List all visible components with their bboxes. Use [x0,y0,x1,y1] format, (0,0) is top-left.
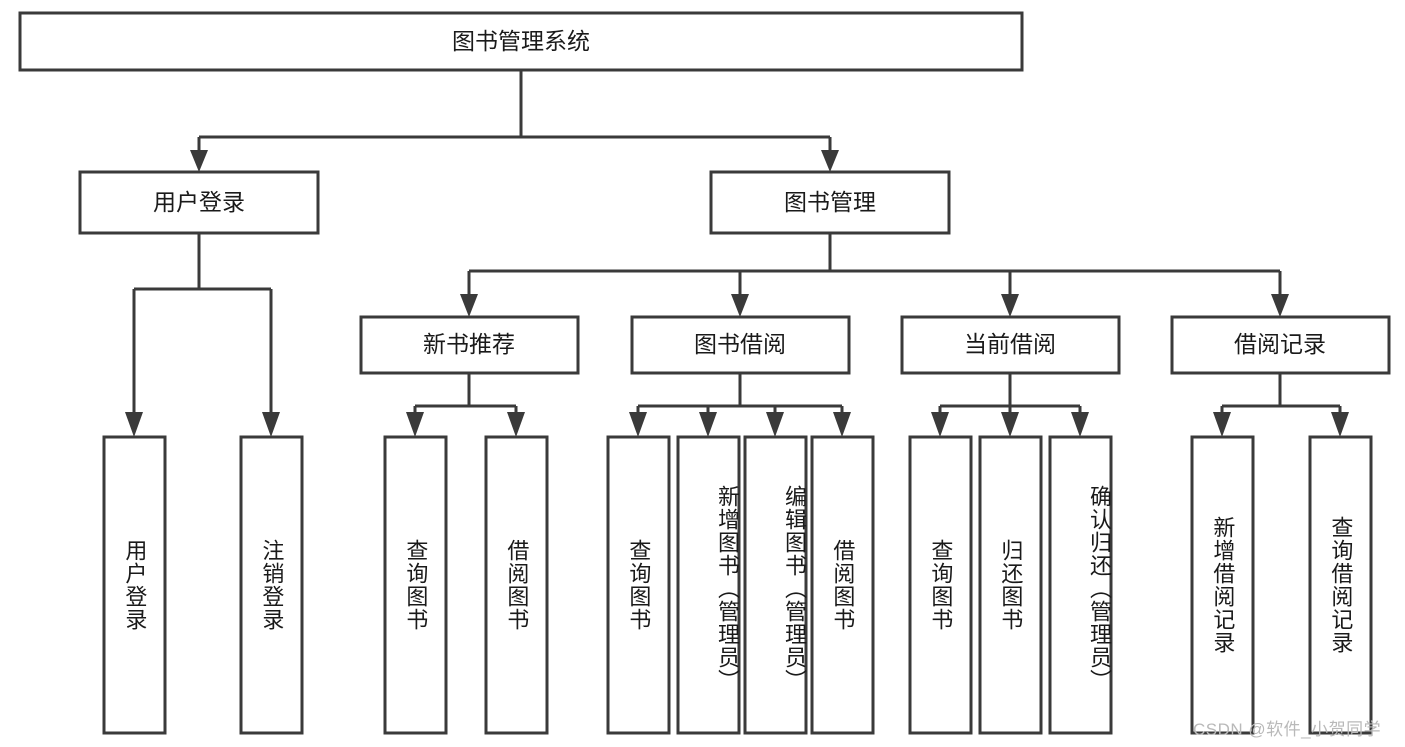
node-leaf-add-book-box[interactable] [676,435,741,735]
arrow-to-leaf-user-login [125,412,143,437]
node-leaf-confirm-return-box[interactable] [1048,435,1113,735]
node-leaf-add-record-box[interactable] [1190,435,1255,735]
csdn-watermark: CSDN @软件_小贺同学 [1193,720,1382,739]
arrow-to-leaf-return-book [1001,412,1019,437]
arrow-to-leaf-add-book [699,412,717,437]
node-user-login-box[interactable] [78,170,320,235]
arrow-to-leaf-query-book-3 [931,412,949,437]
node-current-borrow-box[interactable] [900,315,1121,375]
arrow-to-leaf-borrow-book-1 [507,412,525,437]
node-root-label: 图书管理系统 [452,28,590,54]
arrow-to-leaf-user-logout [262,412,280,437]
arrow-to-new-book-recommend [460,294,478,317]
nodes-group: 图书管理系统 用户登录 图书管理 新书推荐 图书借阅 当前借阅 借阅记录 [18,11,1391,735]
node-new-book-recommend-label: 新书推荐 [423,331,515,357]
node-leaf-query-record-box[interactable] [1308,435,1373,735]
node-leaf-borrow-book-1-box[interactable] [484,435,549,735]
node-current-borrow-label: 当前借阅 [964,331,1056,357]
node-user-login-label: 用户登录 [153,189,245,215]
node-book-management-box[interactable] [709,170,951,235]
arrow-to-book-management [821,150,839,172]
node-root-box[interactable] [18,11,1024,72]
arrow-to-leaf-query-book-1 [406,412,424,437]
node-leaf-edit-book-box[interactable] [743,435,808,735]
node-leaf-return-book-box[interactable] [978,435,1043,735]
node-leaf-borrow-book-2-box[interactable] [810,435,875,735]
node-borrow-record-label: 借阅记录 [1234,331,1326,357]
arrow-to-book-borrow [731,294,749,317]
arrow-to-leaf-borrow-book-2 [833,412,851,437]
node-book-borrow-label: 图书借阅 [694,331,786,357]
arrow-to-leaf-query-book-2 [629,412,647,437]
node-leaf-user-logout-box[interactable] [239,435,304,735]
node-borrow-record-box[interactable] [1170,315,1391,375]
edges-group [125,70,1349,437]
arrow-to-leaf-query-record [1331,412,1349,437]
node-book-management-label: 图书管理 [784,189,876,215]
arrow-to-leaf-add-record [1213,412,1231,437]
node-leaf-user-login-box[interactable] [102,435,167,735]
node-leaf-query-book-2-box[interactable] [606,435,671,735]
arrow-to-user-login [190,150,208,172]
arrow-to-leaf-confirm-return [1071,412,1089,437]
node-new-book-recommend-box[interactable] [359,315,580,375]
node-leaf-query-book-1-box[interactable] [383,435,448,735]
arrow-to-current-borrow [1001,294,1019,317]
arrow-to-leaf-edit-book [766,412,784,437]
node-book-borrow-box[interactable] [630,315,851,375]
arrow-to-borrow-record [1271,294,1289,317]
node-leaf-query-book-3-box[interactable] [908,435,973,735]
